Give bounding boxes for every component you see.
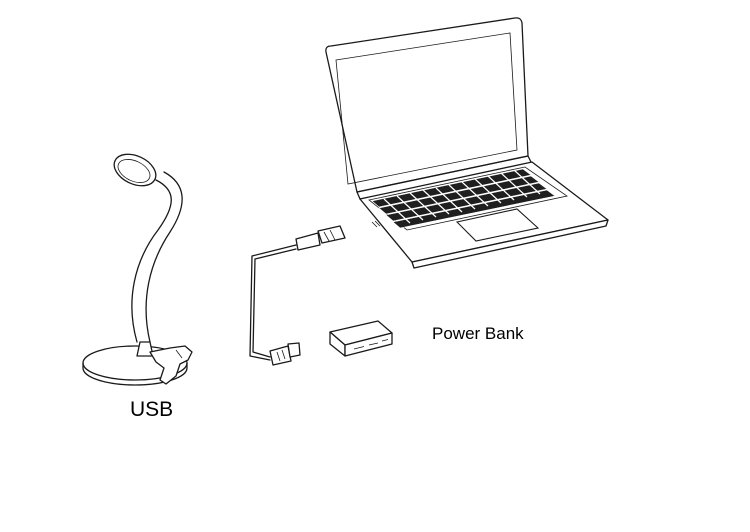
power-bank-icon <box>329 320 393 357</box>
keyboard-keys <box>371 168 556 229</box>
power-bank-label: Power Bank <box>432 324 524 343</box>
usb-lamp-icon <box>82 153 193 386</box>
usb-label: USB <box>130 398 174 421</box>
usb-cable-icon <box>249 225 346 366</box>
laptop-icon <box>325 17 609 269</box>
